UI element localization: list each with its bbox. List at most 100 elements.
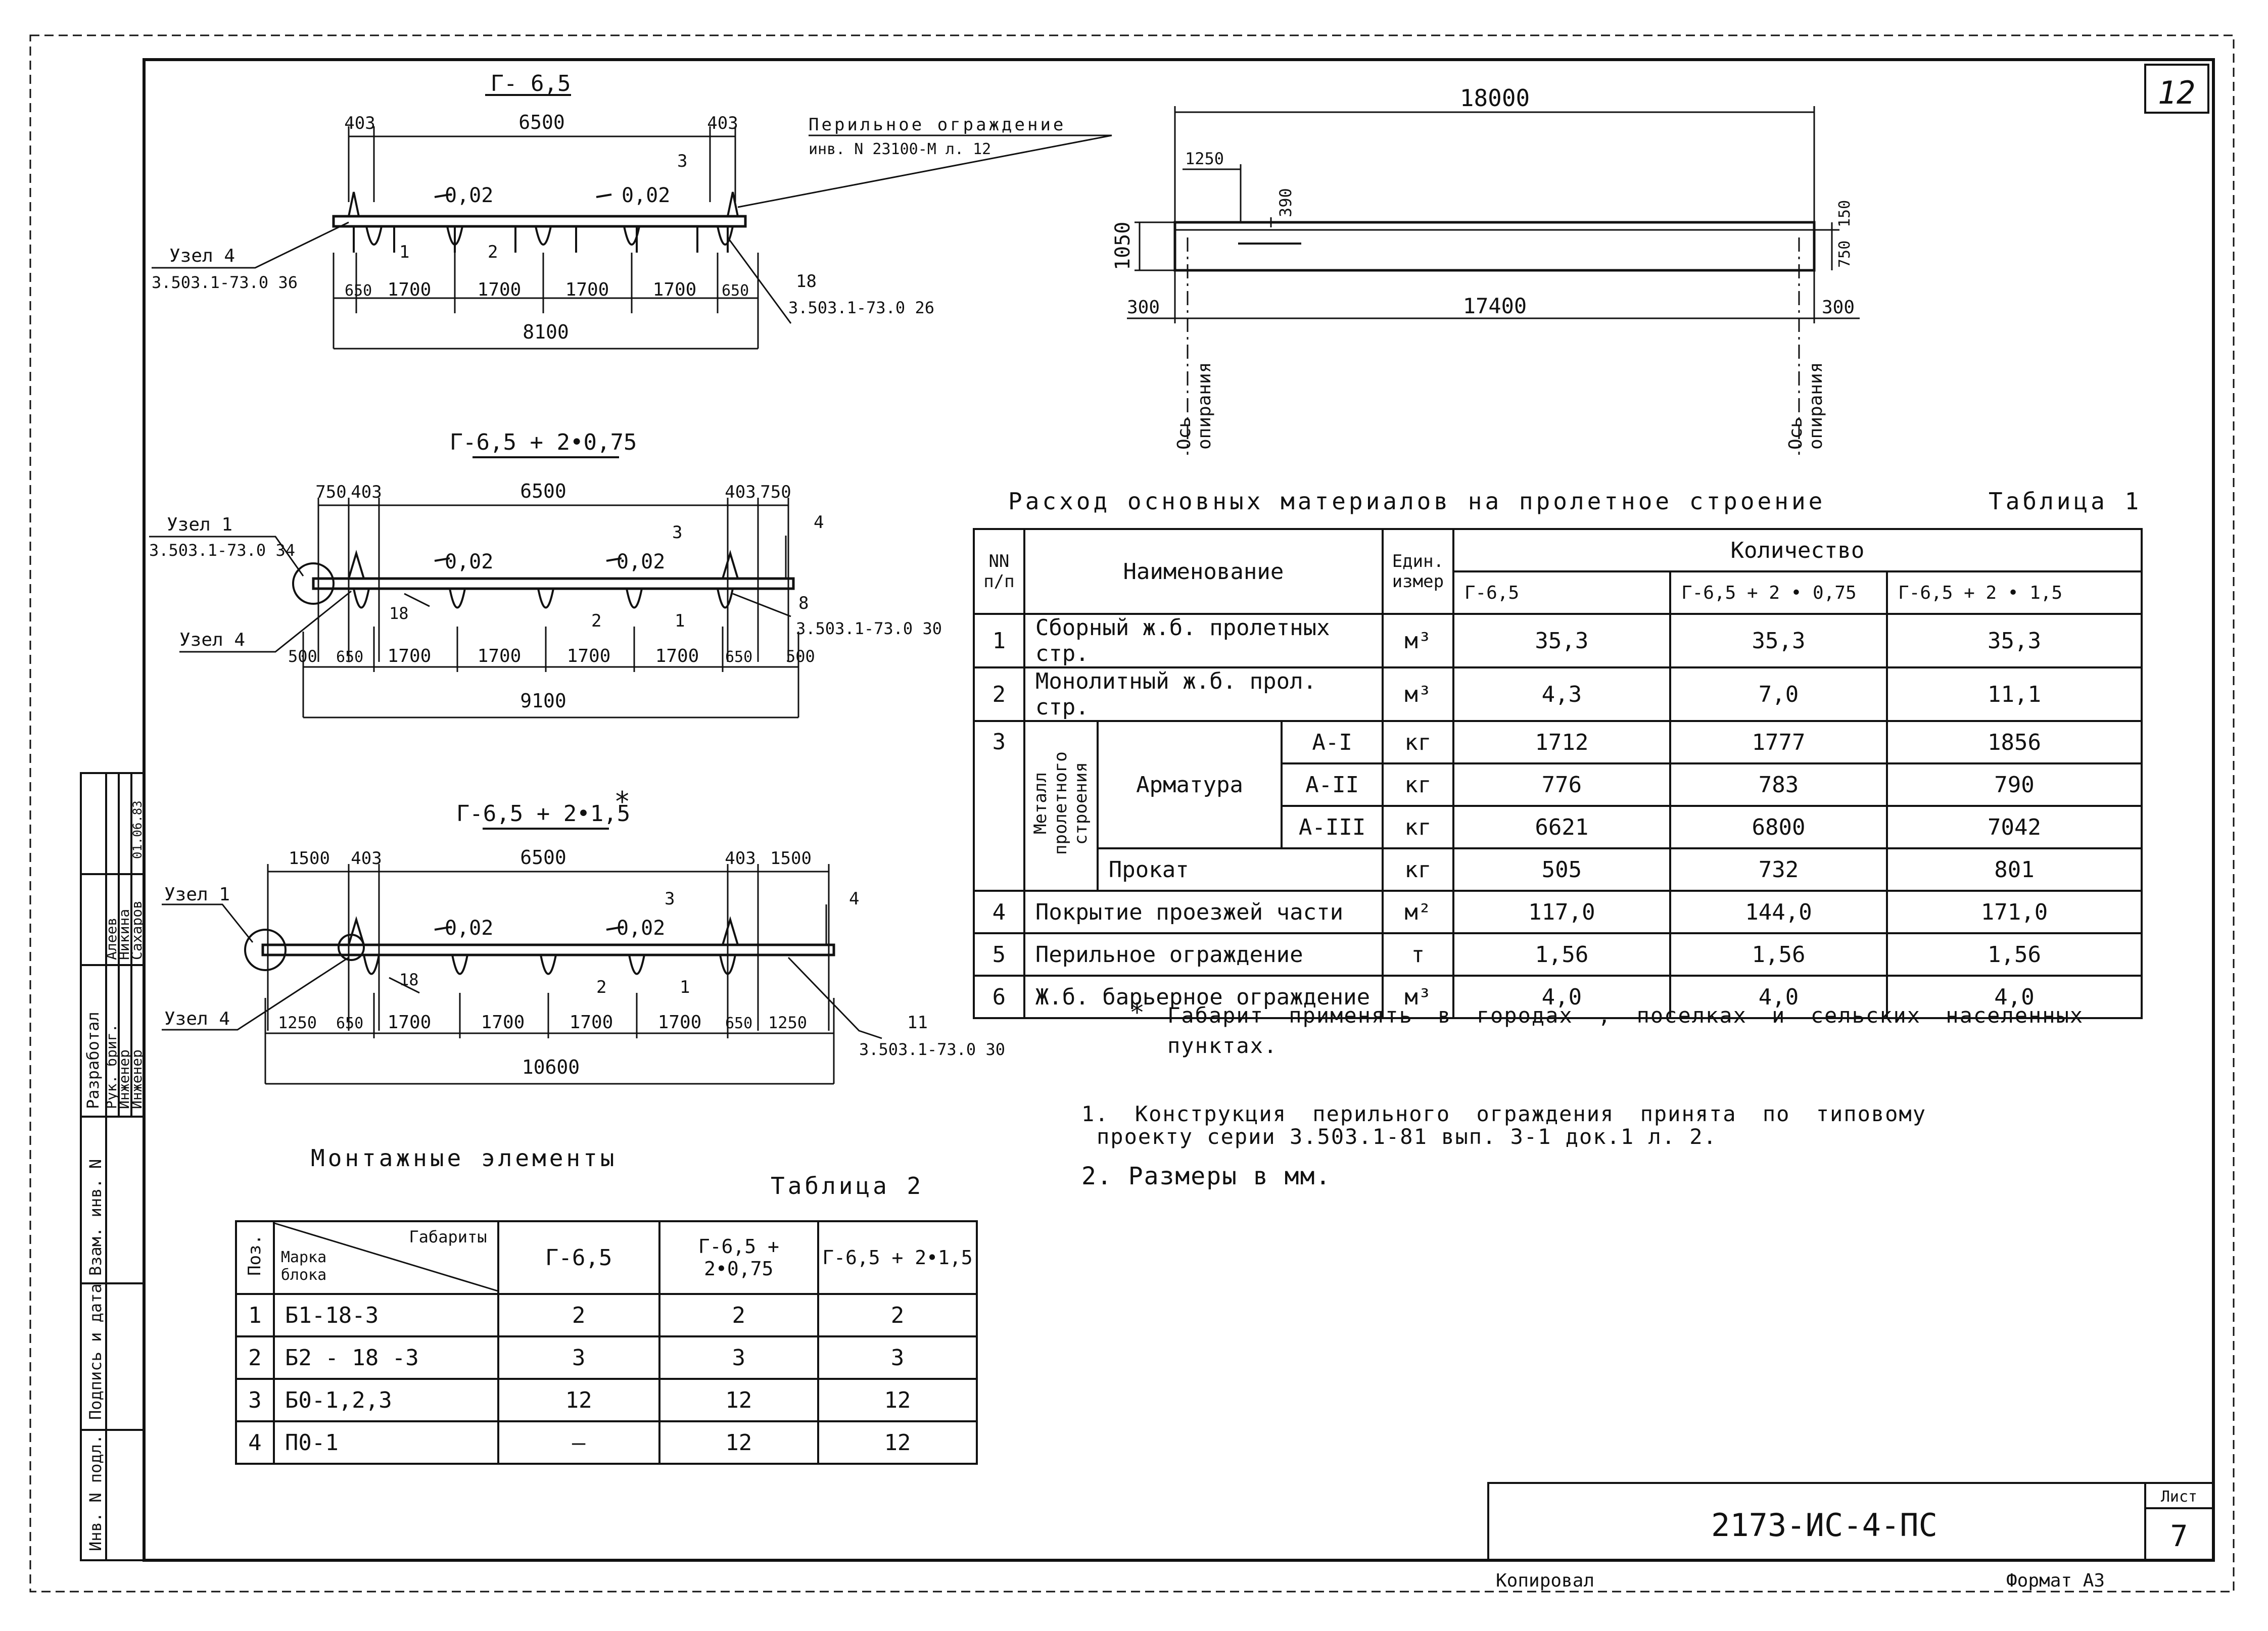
t2-head-col: Г-6,5 + 2•1,5 bbox=[817, 1220, 978, 1295]
g65075-slope: 0,02 bbox=[445, 550, 493, 573]
g6515-dim: 1500 bbox=[770, 848, 812, 869]
g65-dim: 1700 bbox=[478, 279, 522, 300]
elev-dim: 390 bbox=[1276, 188, 1295, 217]
t1-unit: м² bbox=[1381, 890, 1454, 934]
t1-val: 35,3 bbox=[1886, 613, 2143, 668]
t1-num: 6 bbox=[973, 975, 1025, 1019]
t2-head-col: Г-6,5 bbox=[497, 1220, 660, 1295]
elev-dim: 300 bbox=[1127, 297, 1160, 318]
table-row: 3 Металл пролетного строения Арматура А-… bbox=[973, 720, 2143, 892]
g6515-mark: 3 bbox=[665, 889, 675, 909]
axis-label: Ось bbox=[1785, 417, 1806, 450]
t1-num: 4 bbox=[973, 890, 1025, 934]
t1-unit: м³ bbox=[1381, 975, 1454, 1019]
table-row: 1 Сборный ж.б. пролетных стр. м³ 35,3 35… bbox=[973, 613, 2143, 668]
t1-val: 790 bbox=[1886, 762, 2143, 807]
g65075-slope: 0,02 bbox=[617, 550, 665, 573]
stamp-date: 01.06.83 bbox=[130, 800, 145, 859]
t2-val: 12 bbox=[817, 1378, 978, 1422]
table-row: 2 Монолитный ж.б. прол. стр. м³ 4,3 7,0 … bbox=[973, 666, 2143, 722]
g6515-mark: 18 bbox=[399, 970, 419, 989]
section-g65-075 bbox=[149, 456, 799, 718]
t2-mark: Б2 - 18 -3 bbox=[272, 1335, 499, 1380]
g6515-total: 10600 bbox=[522, 1056, 580, 1078]
t1-head-col: Г-6,5 + 2 • 1,5 bbox=[1886, 570, 2143, 615]
section-g65-15 bbox=[162, 828, 882, 1085]
t2-head-marka: Марка блока bbox=[280, 1249, 327, 1284]
table-row: 6 Ж.б. барьерное ограждение м³ 4,0 4,0 4… bbox=[973, 975, 2143, 1019]
t1-val: 6800 bbox=[1669, 805, 1888, 849]
g65075-dim: 403 bbox=[725, 482, 755, 502]
trim-line bbox=[29, 34, 2235, 1593]
elev-dim: 1050 bbox=[1111, 222, 1135, 270]
side-stamp bbox=[80, 772, 145, 1561]
table-row: 3 Б0-1,2,3 12 12 12 bbox=[235, 1378, 978, 1422]
t2-head-pos-text: Поз. bbox=[245, 1234, 265, 1276]
g6515-mark: 11 bbox=[907, 1013, 928, 1033]
stamp-label: Взам. инв. N bbox=[86, 1159, 105, 1276]
elev-total: 18000 bbox=[1460, 84, 1530, 112]
g65-mark: 18 bbox=[796, 271, 817, 292]
g65075-mark: 4 bbox=[814, 512, 824, 533]
g65-mark: 1 bbox=[399, 242, 409, 262]
g6515-dim: 650 bbox=[725, 1015, 752, 1032]
g65-dim: 1700 bbox=[565, 279, 609, 300]
t1-val: 7042 bbox=[1886, 805, 2143, 849]
t1-val: 783 bbox=[1669, 762, 1888, 807]
note-star-cont: пунктах. bbox=[1167, 1033, 1278, 1058]
g65-node-label: Узел 4 bbox=[169, 246, 235, 266]
t2-head-gabarity: Габариты bbox=[409, 1227, 487, 1246]
g6515-asterisk: * bbox=[614, 786, 631, 818]
copied-by: Копировал bbox=[1496, 1570, 1594, 1591]
t2-val: 3 bbox=[817, 1335, 978, 1380]
g6515-dim: 1500 bbox=[289, 848, 330, 869]
axis-label: Ось bbox=[1174, 417, 1195, 450]
table1: NN п/п Наименование Един. измер Количест… bbox=[973, 528, 2143, 1019]
g65-dim: 650 bbox=[345, 282, 372, 300]
t1-name: Ж.б. барьерное ограждение bbox=[1023, 975, 1384, 1019]
g65075-title: Г-6,5 + 2•0,75 bbox=[450, 429, 637, 455]
g65-right-ref: 3.503.1-73.0 26 bbox=[788, 298, 934, 317]
g6515-mark: 2 bbox=[596, 977, 606, 997]
g6515-node1-label: Узел 1 bbox=[164, 884, 230, 905]
t1-val: 4,0 bbox=[1669, 975, 1888, 1019]
t2-val: 12 bbox=[497, 1378, 660, 1422]
stamp-role: Инженер bbox=[128, 1049, 145, 1109]
g65-dim: 650 bbox=[722, 282, 749, 300]
stamp-name: Алеев bbox=[103, 918, 120, 960]
t1-name: Монолитный ж.б. прол. стр. bbox=[1023, 666, 1384, 722]
g65-title: Г- 6,5 bbox=[491, 71, 571, 97]
t1-name: Сборный ж.б. пролетных стр. bbox=[1023, 613, 1384, 668]
note-1: 1. Конструкция перильного ограждения при… bbox=[1081, 1101, 1927, 1126]
t2-val: 12 bbox=[817, 1420, 978, 1465]
t1-val: 4,0 bbox=[1452, 975, 1671, 1019]
g6515-slope: 0,02 bbox=[617, 917, 665, 940]
t2-val: 3 bbox=[658, 1335, 819, 1380]
elev-dim: 1250 bbox=[1185, 149, 1224, 168]
table1-title: Расход основных материалов на пролетное … bbox=[1008, 488, 1826, 515]
t1-val: 732 bbox=[1669, 847, 1888, 892]
stamp-label: Подпись и дата bbox=[86, 1283, 105, 1420]
t1-val: 1777 bbox=[1669, 720, 1888, 764]
t1-val: 1,56 bbox=[1452, 932, 1671, 977]
g65075-mark: 8 bbox=[798, 593, 809, 613]
elev-dim: 300 bbox=[1822, 297, 1855, 318]
g6515-node4-label: Узел 4 bbox=[164, 1009, 230, 1029]
t1-group-metal: Металл пролетного строения bbox=[1023, 720, 1099, 892]
t1-unit: кг bbox=[1381, 847, 1454, 892]
g65075-dim: 1700 bbox=[655, 646, 699, 666]
g6515-dim: 1250 bbox=[768, 1013, 807, 1032]
g65-slope: 0,02 bbox=[622, 184, 670, 207]
t1-val: 35,3 bbox=[1452, 613, 1671, 668]
table2-title: Монтажные элементы bbox=[311, 1144, 618, 1172]
t1-val: 117,0 bbox=[1452, 890, 1671, 934]
table-row: 4 Покрытие проезжей части м² 117,0 144,0… bbox=[973, 890, 2143, 934]
g65-dim: 6500 bbox=[518, 111, 565, 133]
t2-val: 12 bbox=[658, 1378, 819, 1422]
g6515-dim: 403 bbox=[725, 848, 755, 869]
t1-head-col: Г-6,5 bbox=[1452, 570, 1671, 615]
g65075-dim: 750 bbox=[315, 482, 346, 502]
t2-mark: Б0-1,2,3 bbox=[272, 1378, 499, 1422]
t1-num: 2 bbox=[973, 666, 1025, 722]
title-block bbox=[1487, 1482, 2214, 1561]
